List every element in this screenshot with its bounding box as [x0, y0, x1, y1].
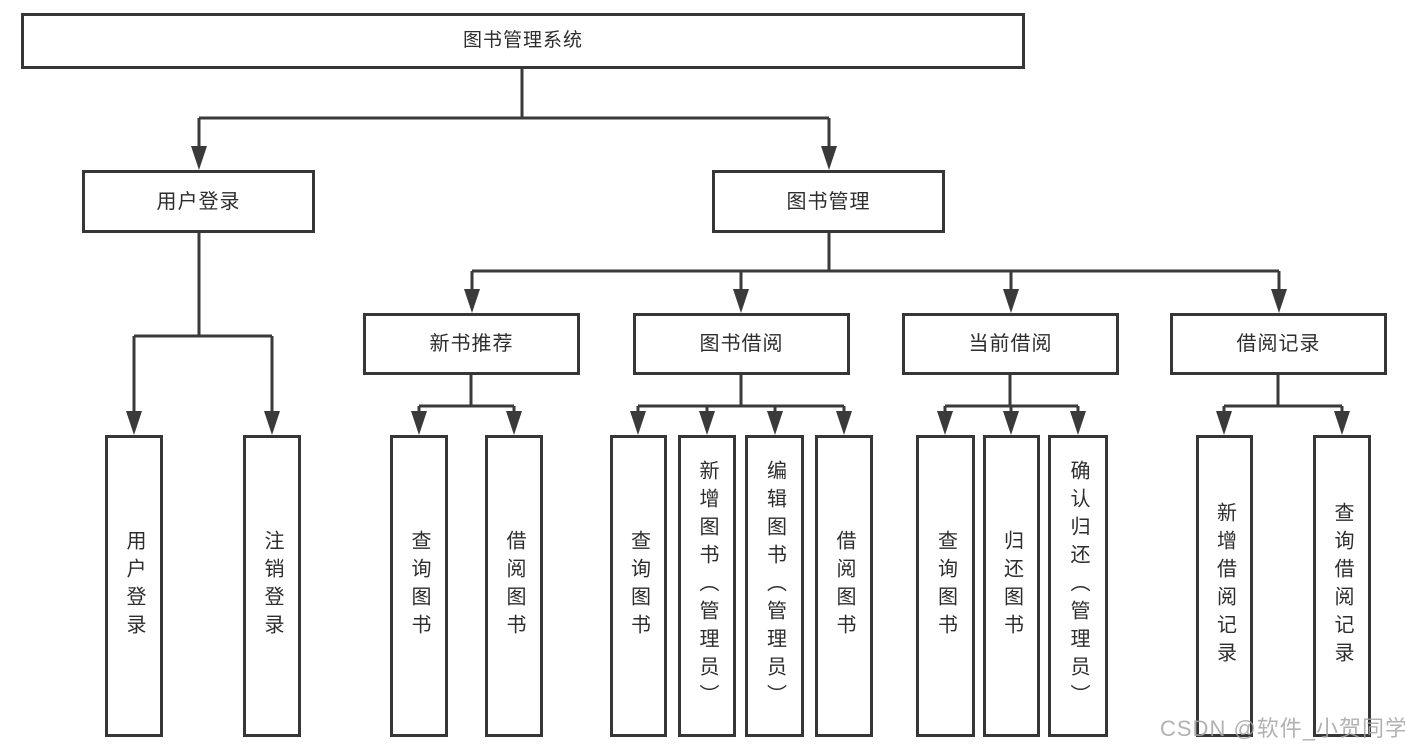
leaf-label: 新增借阅记录: [1213, 502, 1236, 670]
leaf-logout: 注销登录: [243, 435, 301, 737]
arrow-icon: [464, 289, 480, 313]
leaf-label: 用户登录: [123, 530, 145, 642]
arrow-icon: [699, 411, 715, 435]
arrow-icon: [126, 411, 142, 435]
leaf-label: 新增图书（管理员）: [696, 460, 718, 712]
arrow-icon: [506, 411, 522, 435]
leaf-query-books-recommend: 查询图书: [390, 435, 448, 737]
node-label: 当前借阅: [968, 333, 1053, 355]
arrow-icon: [836, 411, 852, 435]
node-book-borrow: 图书借阅: [633, 313, 850, 375]
node-label: 新书推荐: [429, 333, 514, 355]
leaf-query-borrow-record: 查询借阅记录: [1313, 435, 1371, 737]
leaf-confirm-return-admin: 确认归还（管理员）: [1048, 435, 1108, 737]
node-label: 用户登录: [156, 190, 241, 213]
arrow-icon: [411, 411, 427, 435]
node-new-book-recommend: 新书推荐: [363, 313, 580, 375]
connector-new-book-recommend: [417, 375, 516, 413]
arrow-icon: [1271, 289, 1287, 313]
arrow-icon: [1334, 411, 1350, 435]
leaf-add-book-admin: 新增图书（管理员）: [678, 435, 736, 737]
leaf-label: 借阅图书: [503, 530, 525, 642]
leaf-borrow-books-recommend: 借阅图书: [485, 435, 543, 737]
arrow-icon: [733, 289, 749, 313]
arrow-icon: [630, 411, 646, 435]
leaf-label: 确认归还（管理员）: [1067, 460, 1089, 712]
leaf-add-borrow-record: 新增借阅记录: [1196, 435, 1253, 737]
node-label: 借阅记录: [1236, 333, 1321, 355]
connector-current-borrow: [943, 375, 1080, 413]
leaf-label: 注销登录: [261, 530, 283, 642]
node-label: 图书管理: [786, 190, 871, 213]
node-current-borrow: 当前借阅: [902, 313, 1119, 375]
node-user-login: 用户登录: [82, 170, 315, 233]
arrow-icon: [937, 411, 953, 435]
connector-book-borrow: [636, 375, 846, 413]
connector-borrow-records: [1222, 375, 1344, 413]
node-label: 图书管理系统: [462, 29, 583, 51]
connector-root: [197, 69, 831, 148]
arrow-icon: [1216, 411, 1232, 435]
arrow-icon: [264, 411, 280, 435]
leaf-label: 借阅图书: [833, 530, 855, 642]
csdn-watermark: CSDN @软件_小贺同学: [1160, 716, 1405, 741]
leaf-borrow-books: 借阅图书: [815, 435, 873, 737]
arrow-icon: [1003, 411, 1019, 435]
leaf-user-login: 用户登录: [105, 435, 163, 737]
leaf-label: 查询图书: [408, 530, 430, 642]
leaf-label: 编辑图书（管理员）: [763, 460, 786, 712]
leaf-query-books-borrow: 查询图书: [610, 435, 667, 737]
node-book-management: 图书管理: [712, 170, 945, 233]
node-library-system: 图书管理系统: [21, 13, 1025, 69]
arrow-icon: [1003, 289, 1019, 313]
arrow-icon: [1070, 411, 1086, 435]
arrow-icon: [821, 146, 837, 170]
leaf-edit-book-admin: 编辑图书（管理员）: [745, 435, 804, 737]
leaf-return-book: 归还图书: [983, 435, 1040, 737]
node-borrow-records: 借阅记录: [1170, 313, 1387, 375]
arrow-icon: [767, 411, 783, 435]
leaf-label: 归还图书: [1000, 530, 1023, 642]
leaf-label: 查询图书: [627, 530, 650, 642]
connector-user-login: [132, 233, 274, 413]
node-label: 图书借阅: [699, 333, 784, 355]
arrow-icon: [191, 146, 207, 170]
leaf-label: 查询借阅记录: [1331, 502, 1353, 670]
leaf-query-books-current: 查询图书: [916, 435, 975, 737]
leaf-label: 查询图书: [934, 530, 957, 642]
connector-book-management: [470, 233, 1281, 291]
